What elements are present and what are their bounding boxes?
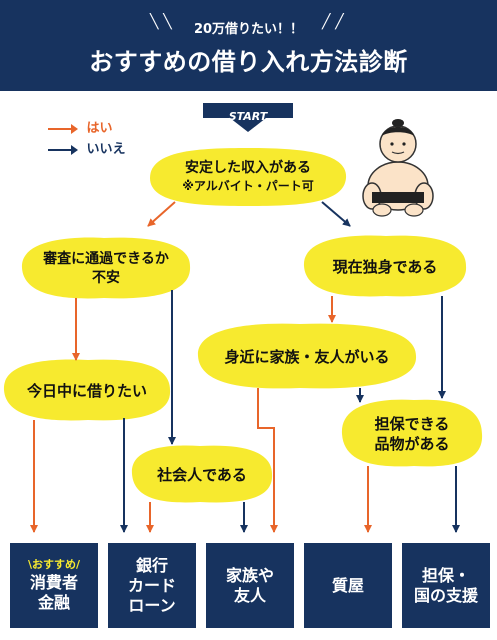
q5-borrow-today: 今日中に借りたい <box>26 381 147 400</box>
legend-yes-label: はい <box>86 121 113 136</box>
q2-blob <box>21 237 191 299</box>
q1-blob <box>150 148 347 206</box>
legend-no: いいえ <box>48 138 126 157</box>
sumo-wrestler-icon <box>362 119 434 217</box>
result-line: 銀行 <box>135 555 168 575</box>
recommend-badge: \おすすめ/ <box>27 557 81 571</box>
result-line: 家族や <box>225 565 274 585</box>
q1-no-arrow <box>321 201 351 227</box>
q1-yes-arrow <box>147 201 176 227</box>
result-line: 消費者 <box>29 573 78 593</box>
q2-screening-worry: 審査に通過できるか 不安 <box>22 240 190 298</box>
q2-line1: 審査に通過できるか <box>43 251 169 268</box>
q5-blob <box>3 359 171 421</box>
legend-yes: はい <box>48 117 113 136</box>
orange-arrow-icon <box>48 123 78 134</box>
q1-stable-income: 安定した収入がある ※アルバイト・パート可 <box>150 150 346 204</box>
result-line: カード <box>127 575 176 595</box>
header-banner: ╲ ╲ 20万借りたい！！ ╱ ╱ おすすめの借り入れ方法診断 <box>0 0 497 91</box>
sparkle-right-icon: ╱ ╱ <box>322 14 344 30</box>
q1-line2: ※アルバイト・パート可 <box>182 179 314 194</box>
header-subtitle: 20万借りたい！！ <box>193 22 304 37</box>
navy-arrow-icon <box>48 144 78 155</box>
q6-blob <box>341 399 483 467</box>
q6-line1: 担保できる <box>374 414 450 433</box>
result-pawnshop: 質屋 <box>304 543 392 628</box>
legend-no-label: いいえ <box>86 142 126 157</box>
result-line: 国の支援 <box>413 585 478 605</box>
page-title: おすすめの借り入れ方法診断 <box>89 48 408 76</box>
result-line: 質屋 <box>331 575 364 595</box>
q4-blob <box>197 323 417 389</box>
q4-family-friends: 身近に家族・友人がいる <box>224 347 390 366</box>
start-arrow <box>203 103 293 132</box>
q3-blob <box>303 235 467 297</box>
result-line: ローン <box>128 595 176 615</box>
q6-line2: 品物がある <box>374 435 450 453</box>
result-collateral-gov-support: 担保・ 国の支援 <box>402 543 490 628</box>
result-family-friends: 家族や 友人 <box>206 543 294 628</box>
start-label: START <box>228 110 268 123</box>
sparkle-left-icon: ╲ ╲ <box>150 14 172 30</box>
q6-collateral: 担保できる 品物がある <box>342 402 482 466</box>
result-bank-card-loan: 銀行 カード ローン <box>108 543 196 628</box>
result-line: 金融 <box>37 593 70 613</box>
q2-line2: 不安 <box>92 270 120 286</box>
result-line: 友人 <box>233 585 266 605</box>
q7-blob <box>131 445 273 503</box>
result-consumer-finance: \おすすめ/ 消費者 金融 <box>10 543 98 628</box>
q7-employed: 社会人である <box>157 465 247 484</box>
q3-single: 現在独身である <box>332 257 438 276</box>
q4-yes-arrow <box>257 388 278 533</box>
result-line: 担保・ <box>421 565 470 585</box>
q1-line1: 安定した収入がある <box>185 160 311 177</box>
